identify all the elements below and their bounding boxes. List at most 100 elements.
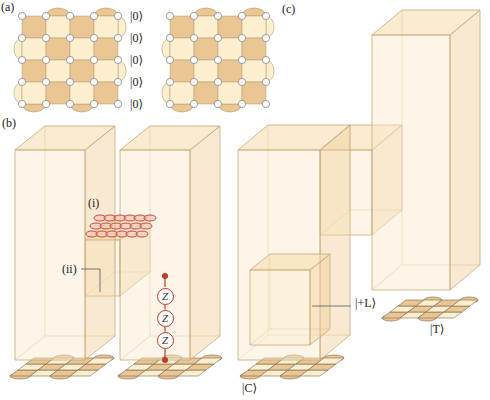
stabilizer-plaquette (70, 60, 94, 82)
qubit (18, 100, 25, 107)
stabilizer-plaquette (46, 60, 70, 82)
side-face (85, 126, 115, 360)
qubit (114, 78, 121, 85)
qubit (90, 78, 97, 85)
qubit (166, 34, 173, 41)
qubit (262, 34, 269, 41)
qubit (42, 12, 49, 19)
qubit (190, 56, 197, 63)
qubit (238, 100, 245, 107)
qubit (18, 56, 25, 63)
top-face (85, 216, 150, 240)
qubit (166, 12, 173, 19)
leader-line (312, 306, 351, 307)
qubit (214, 34, 221, 41)
qubit (214, 56, 221, 63)
pauli-z-operator: Z (157, 310, 174, 327)
stabilizer-plaquette (22, 38, 46, 60)
stabilizer-plaquette (218, 38, 242, 60)
ket-label: |0⟩ (130, 9, 143, 23)
stabilizer-plaquette (218, 16, 242, 38)
qubit (90, 34, 97, 41)
qubit (238, 12, 245, 19)
ket-label: |0⟩ (130, 97, 143, 111)
qubit (90, 12, 97, 19)
qubit (214, 100, 221, 107)
stabilizer-plaquette (22, 82, 46, 104)
stabilizer-plaquette (22, 60, 46, 82)
qubit (114, 12, 121, 19)
surface-code-patch (162, 8, 274, 112)
qubit (214, 78, 221, 85)
qubit (90, 56, 97, 63)
state-label: |C⟩ (242, 381, 257, 395)
qubit (262, 56, 269, 63)
qubit (18, 12, 25, 19)
lattice-patch (382, 297, 478, 321)
qubit (66, 100, 73, 107)
qubit (214, 12, 221, 19)
stabilizer-plaquette (46, 16, 70, 38)
stabilizer-plaquette (242, 82, 266, 104)
measurement-ellipse (136, 231, 148, 237)
stabilizer-plaquette (436, 312, 462, 318)
qubit (238, 78, 245, 85)
ket-label: |0⟩ (130, 31, 143, 45)
ket-label: |0⟩ (130, 75, 143, 89)
callout-number: (i) (88, 196, 99, 210)
stabilizer-plaquette (46, 82, 70, 104)
spacetime-volume (15, 126, 115, 360)
qubit (238, 34, 245, 41)
pauli-z-operator: Z (157, 288, 174, 305)
pauli-z-operator: Z (157, 332, 174, 349)
callout-number: (ii) (62, 262, 77, 276)
operator-chain-link (164, 327, 165, 332)
stabilizer-plaquette (94, 60, 118, 82)
front-face (15, 150, 85, 360)
qubit (262, 78, 269, 85)
panel-label: (b) (2, 116, 16, 130)
stabilizer-plaquette (94, 38, 118, 60)
panel-label: (a) (1, 0, 14, 14)
qubit (190, 78, 197, 85)
operator-text: Z (162, 291, 168, 302)
stabilizer-plaquette (452, 300, 478, 306)
state-label: |T⟩ (430, 322, 444, 336)
front-face (120, 150, 190, 360)
front-face (372, 35, 450, 290)
state-label: |+L⟩ (355, 296, 376, 310)
side-face (450, 10, 480, 290)
qubit (114, 34, 121, 41)
stabilizer-plaquette (170, 60, 194, 82)
stabilizer-plaquette (194, 38, 218, 60)
measurement-ellipse (144, 215, 156, 221)
stabilizer-plaquette (70, 82, 94, 104)
qubit (262, 12, 269, 19)
stabilizer-plaquette (242, 16, 266, 38)
endpoint-dot (162, 273, 168, 279)
spacetime-volume (372, 10, 480, 290)
stabilizer-plaquette (194, 358, 222, 364)
qubit (190, 34, 197, 41)
stabilizer-plaquette (94, 16, 118, 38)
stabilizer-plaquette (194, 16, 218, 38)
panel-label: (c) (282, 2, 295, 16)
spacetime-volume (250, 254, 330, 345)
qubit (18, 34, 25, 41)
qubit (190, 100, 197, 107)
qubit (42, 34, 49, 41)
top-face (120, 126, 220, 150)
qubit (190, 12, 197, 19)
operator-chain-link (164, 305, 165, 310)
endpoint-dot (162, 357, 168, 363)
stabilizer-plaquette (242, 60, 266, 82)
front-face (250, 270, 310, 345)
stabilizer-plaquette (94, 82, 118, 104)
operator-text: Z (162, 335, 168, 346)
stabilizer-plaquette (218, 60, 242, 82)
stabilizer-plaquette (178, 370, 206, 376)
qubit (18, 78, 25, 85)
qubit (66, 34, 73, 41)
qubit (238, 56, 245, 63)
